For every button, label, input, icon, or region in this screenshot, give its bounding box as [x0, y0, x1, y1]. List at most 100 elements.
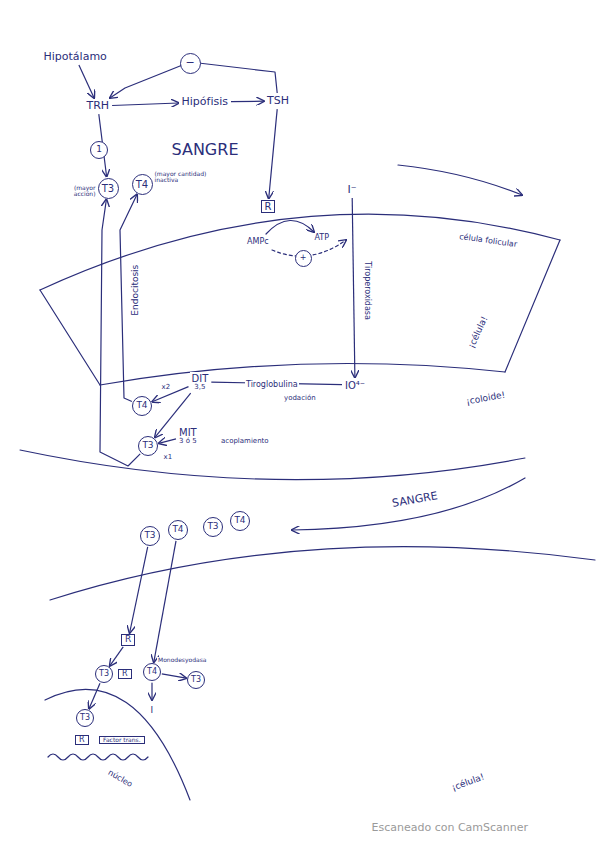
cell-side [40, 290, 100, 385]
cell-label: célula folicular [458, 231, 519, 248]
connector-arrow [79, 65, 94, 98]
edge-label: Endocitosis [130, 264, 140, 317]
molecule-name: MIT3 ó 5 [177, 426, 199, 447]
node-text: T3 [191, 676, 201, 685]
colloid-border [100, 364, 505, 385]
hormone-name: TSH [265, 94, 291, 108]
activation-sign: + [295, 250, 312, 267]
node-text: T3 [144, 531, 155, 541]
receptor-arc [266, 220, 314, 234]
node-text: DIT [192, 373, 209, 384]
molecule-name: DIT3,5 [190, 372, 211, 393]
connector-arrow [110, 647, 123, 666]
transcription-factor-box: Factor trans. [99, 736, 145, 745]
cell-side [505, 240, 560, 372]
ion-name: I⁻ [346, 183, 359, 197]
edge-label: Monodesyodasa [157, 657, 207, 664]
node-text: R [125, 634, 131, 644]
node-text: T3 [142, 441, 153, 451]
node-text: T3 [80, 714, 90, 723]
nucleus-border [45, 689, 190, 800]
stimulus-mark: 1 [90, 141, 108, 159]
region-label: ¡célula! [466, 314, 491, 351]
hormone-circle: T3 [187, 671, 205, 689]
receptor-box: R [121, 634, 135, 646]
node-text: TRH [87, 100, 110, 112]
node-text: R [265, 201, 272, 212]
connector-arrow [231, 101, 264, 103]
node-text: Hipófisis [182, 96, 229, 108]
hormone-circle: T3 [203, 517, 223, 537]
iodide-arrow [151, 683, 152, 700]
edge-label: Tiroglobulina [245, 380, 299, 389]
blood-flow-arrow [292, 478, 525, 530]
hormone-circle: T3 [140, 526, 160, 546]
region-label: núcleo [105, 767, 134, 789]
hormone-circle: T3(mayor acción) [98, 178, 119, 199]
node-text: Hipotálamo [44, 51, 107, 63]
hormone-circle: T3 [138, 436, 158, 456]
colloid-lower-border [20, 450, 525, 480]
node-text: T4 [234, 516, 245, 526]
node-text: T4 [147, 668, 157, 677]
node-text: IO⁴⁻ [345, 380, 365, 391]
hormone-circle: T4 [132, 396, 152, 416]
brain-region: Hipotálamo [42, 50, 109, 64]
node-text: T4 [136, 179, 148, 190]
blood-flow-arrow [398, 165, 522, 195]
receptor-box: R [261, 200, 276, 213]
node-text: TSH [267, 95, 289, 107]
hormone-circle: T4 [230, 511, 250, 531]
node-text: AMPc [247, 238, 269, 247]
region-label: ¡célula! [449, 771, 486, 793]
hormone-circle: T4(mayor cantidad) inactiva [132, 174, 153, 195]
connector-arrow [130, 547, 148, 633]
region-label: ¡coloide! [464, 389, 507, 406]
connector-arrow [159, 439, 176, 443]
connector-arrow [89, 683, 100, 709]
region-label: SANGRE [171, 141, 240, 159]
node-text: I⁻ [348, 184, 357, 196]
ion-name: IO⁴⁻ [343, 379, 367, 392]
node-text: ATP [315, 234, 330, 243]
node-text: T4 [172, 525, 183, 535]
connector-arrow [112, 103, 178, 106]
process-note: acoplamiento [220, 437, 270, 445]
connector-arrow [269, 109, 278, 198]
ion-name: I [150, 705, 155, 715]
node-caption: (mayor cantidad) inactiva [155, 171, 211, 184]
dna-strand [48, 754, 148, 760]
node-text: MIT [179, 427, 197, 438]
messenger-name: ATP [313, 233, 332, 244]
cell-membrane [40, 214, 560, 290]
connector-arrow [162, 674, 186, 678]
node-caption: 3,5 [192, 384, 209, 392]
hormone-circle: T4 [168, 520, 188, 540]
hormone-name: TRH [85, 99, 112, 113]
target-cell-membrane [50, 547, 595, 600]
feedback-sign: − [180, 53, 201, 74]
connector-arrow [352, 198, 355, 377]
node-text: R [122, 669, 128, 678]
hormone-circle: T3 [95, 665, 113, 683]
hormone-circle: T4 [143, 663, 161, 681]
receptor-box: R [75, 735, 89, 746]
receptor-box: R [118, 669, 132, 680]
connector-arrow [100, 199, 140, 466]
node-caption: 3 ó 5 [179, 438, 197, 446]
node-text: T4 [136, 401, 147, 411]
node-text: Factor trans. [103, 736, 141, 743]
region-label: SANGRE [390, 489, 440, 510]
node-text: T3 [102, 183, 114, 194]
messenger-name: AMPc [245, 237, 271, 248]
node-text: T3 [99, 670, 109, 679]
edge-label: x1 [163, 453, 174, 461]
edge-label: Tiroperoxidasa [362, 260, 371, 321]
node-text: T3 [207, 522, 218, 532]
node-text: R [79, 735, 85, 744]
gland-name: Hipófisis [180, 95, 231, 109]
process-note: yodación [283, 394, 317, 402]
node-caption: (mayor acción) [52, 185, 96, 198]
watermark: Escaneado con CamScanner [371, 822, 530, 835]
